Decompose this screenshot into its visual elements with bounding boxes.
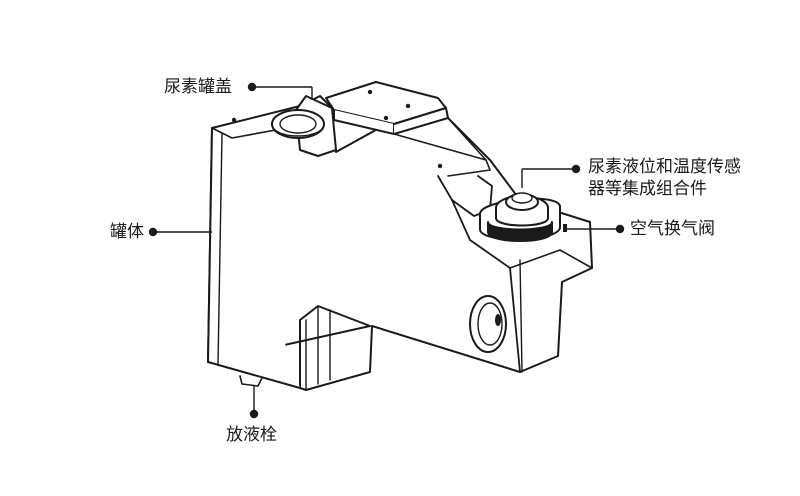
screw-dot	[231, 117, 237, 123]
drain-plug	[239, 375, 263, 387]
screw-dot	[383, 115, 389, 121]
air-valve-marker	[563, 224, 567, 232]
screw-dot	[367, 89, 373, 95]
left-side-face	[207, 127, 301, 389]
screw-dot	[405, 103, 411, 109]
label-air-valve: 空气换气阀	[630, 219, 715, 239]
bottom-notch	[317, 305, 331, 385]
label-drain-plug: 放液栓	[226, 425, 277, 445]
label-sensor-assembly: 尿素液位和温度传感 器等集成组合件	[588, 156, 788, 200]
screw-dot	[437, 163, 443, 169]
label-tank-cap: 尿素罐盖	[164, 77, 232, 97]
label-sensor-line2: 器等集成组合件	[588, 179, 707, 199]
label-sensor-line1: 尿素液位和温度传感	[588, 157, 741, 177]
label-tank-body: 罐体	[110, 222, 144, 242]
